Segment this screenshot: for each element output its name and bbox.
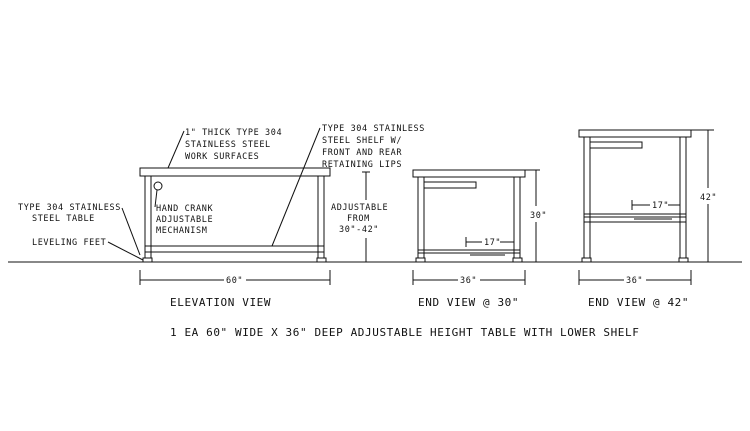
work-surface-label: 1" THICK TYPE 304 STAINLESS STEEL WORK S…: [185, 128, 288, 162]
end30-crank-box: [423, 181, 477, 189]
leveling-foot: [678, 257, 689, 263]
end30-width-value: 36": [460, 276, 477, 286]
end42-crank-box: [589, 141, 643, 149]
elevation-top: [139, 167, 331, 177]
leveling-foot: [581, 257, 592, 263]
end42-height-value: 42": [700, 193, 717, 203]
table-label: TYPE 304 STAINLESS STEEL TABLE: [18, 203, 127, 224]
adjustable-label: ADJUSTABLE FROM 30"-42": [331, 203, 394, 235]
leveling-foot: [415, 257, 426, 263]
leveling-foot: [142, 257, 153, 263]
crank-icon: [153, 181, 163, 191]
elevation-view-title: ELEVATION VIEW: [170, 296, 271, 309]
work-surface-leader: [167, 130, 185, 169]
end42-table: [578, 129, 692, 263]
end42-shelf-value: 17": [652, 201, 669, 211]
end30-shelf-value: 17": [484, 238, 501, 248]
end30-height-value: 30": [530, 211, 547, 221]
elevation-width-value: 60": [226, 276, 243, 286]
crank-leader: [154, 189, 158, 208]
elevation-table: [139, 167, 331, 263]
feet-label: LEVELING FEET: [32, 238, 106, 248]
crank-label: HAND CRANK ADJUSTABLE MECHANISM: [156, 204, 219, 236]
leveling-foot: [316, 257, 327, 263]
shelf-label: TYPE 304 STAINLESS STEEL SHELF W/ FRONT …: [322, 124, 431, 170]
feet-leader: [107, 241, 144, 261]
table-leader: [121, 207, 141, 256]
end30-table: [412, 169, 526, 263]
end30-top: [412, 169, 526, 178]
end42-view-title: END VIEW @ 42": [588, 296, 689, 309]
end42-width-value: 36": [626, 276, 643, 286]
drawing-caption: 1 EA 60" WIDE X 36" DEEP ADJUSTABLE HEIG…: [170, 326, 639, 339]
leveling-foot: [512, 257, 523, 263]
end30-view-title: END VIEW @ 30": [418, 296, 519, 309]
elevation-shelf: [144, 245, 325, 253]
shelf-leader: [271, 127, 321, 247]
end42-top: [578, 129, 692, 138]
